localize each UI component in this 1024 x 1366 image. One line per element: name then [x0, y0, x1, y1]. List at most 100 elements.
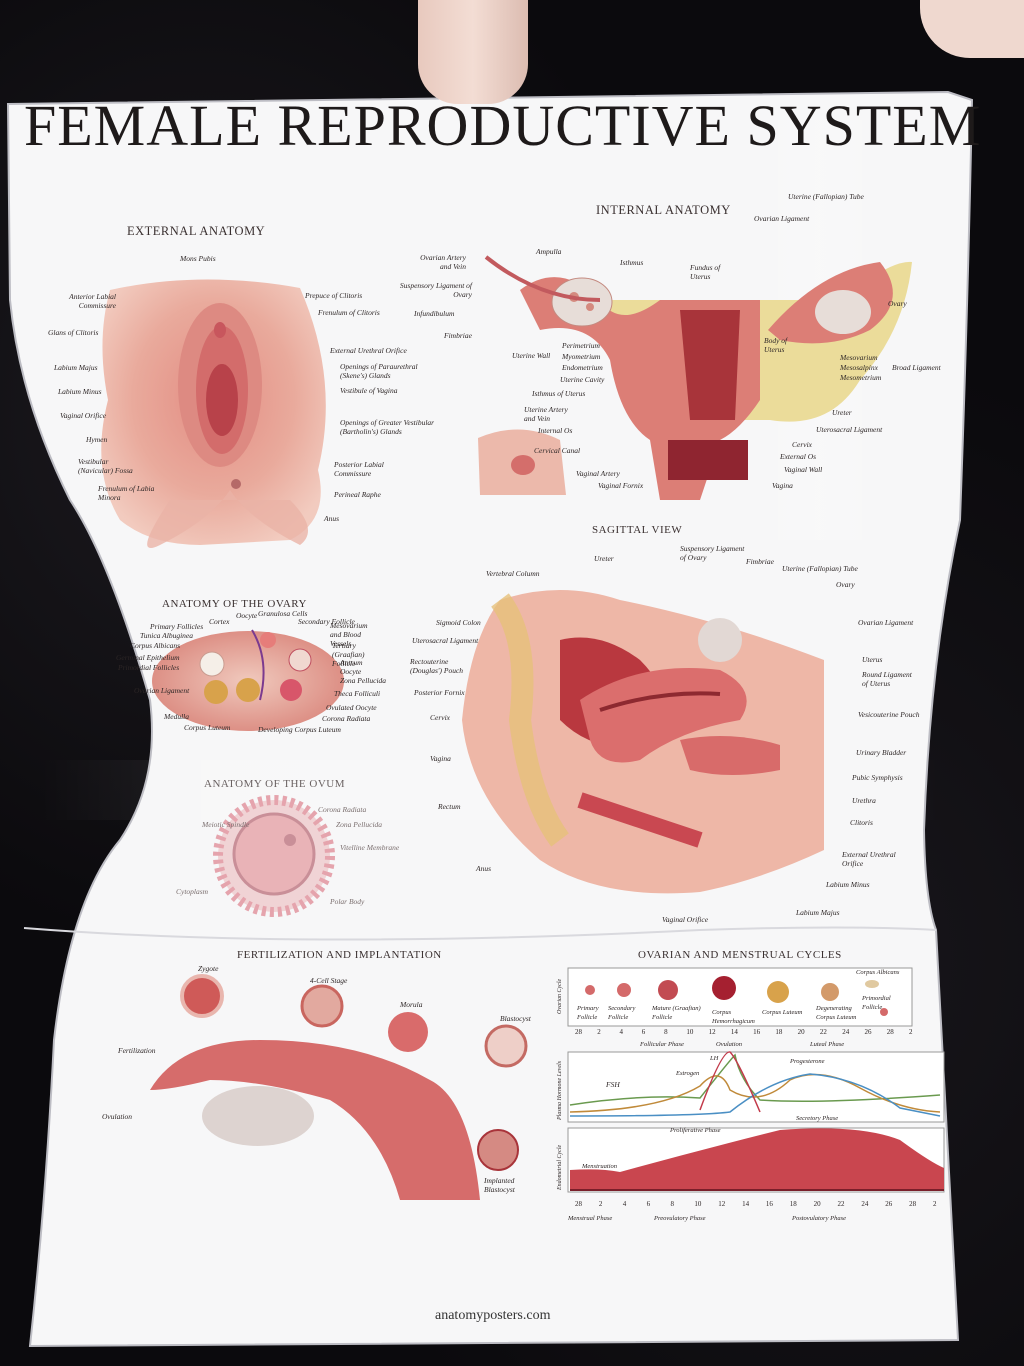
label-ovarian-cycle: Ovarian Cycle	[557, 978, 563, 1014]
label-sag-ureter: Ureter	[594, 554, 614, 563]
label-germinal: Germinal Epithelium	[116, 653, 180, 662]
label-sag-uterosacral: Uterosacral Ligament	[412, 636, 479, 645]
label-isthmus-uterus: Isthmus of Uterus	[532, 389, 586, 398]
day-tick: 4	[622, 1200, 627, 1208]
label-progesterone: Progesterone	[790, 1058, 825, 1065]
label-anterior-labial: Anterior Labial Commissure	[69, 292, 116, 310]
day-tick: 12	[718, 1200, 726, 1208]
day-tick: 28	[909, 1200, 917, 1208]
label-menstruation: Menstruation	[582, 1163, 618, 1170]
label-antrum: Antrum	[340, 658, 363, 667]
day-tick: 28	[575, 1028, 582, 1036]
label-infundibulum: Infundibulum	[414, 309, 455, 318]
section-fertilization: FERTILIZATION AND IMPLANTATION	[237, 949, 442, 961]
day-tick: 14	[730, 1028, 738, 1036]
label-mons-pubis: Mons Pubis	[180, 254, 216, 263]
label-sag-ovary: Ovary	[836, 580, 855, 589]
label-cycle-mature: Mature (Graafian) Follicle	[652, 1005, 701, 1021]
day-tick: 16	[765, 1200, 773, 1208]
footer-url: anatomyposters.com	[435, 1308, 551, 1323]
label-broad-ligament: Broad Ligament	[892, 363, 941, 372]
day-tick: 16	[753, 1028, 761, 1036]
day-tick: 2	[933, 1200, 937, 1208]
label-bladder: Urinary Bladder	[856, 748, 907, 757]
label-postovulatory: Postovulatory Phase	[792, 1215, 846, 1222]
label-sag-labium-minus: Labium Minus	[826, 880, 870, 889]
label-secretory: Secretory Phase	[796, 1115, 839, 1122]
label-primary-follicles: Primary Follicles	[150, 622, 204, 631]
label-frenulum-clitoris: Frenulum of Clitoris	[318, 308, 380, 317]
label-ovulation-phase: Ovulation	[716, 1041, 742, 1048]
label-sag-fimbriae: Fimbriae	[746, 557, 774, 566]
label-urethra: Urethra	[852, 796, 876, 805]
day-tick: 8	[664, 1028, 668, 1036]
label-follicular-phase: Follicular Phase	[640, 1041, 684, 1048]
label-tunica: Tunica Albuginea	[140, 631, 193, 640]
label-developing-cl: Developing Corpus Luteum	[258, 725, 341, 734]
label-ovary: Ovary	[888, 299, 907, 308]
label-sag-ovarian-ligament: Ovarian Ligament	[858, 618, 914, 627]
ovum-illustration	[213, 795, 335, 917]
label-perimetrium: Perimetrium	[562, 341, 600, 350]
label-hymen: Hymen	[86, 435, 108, 444]
label-rectouterine: Rectouterine (Douglas') Pouch	[410, 657, 464, 675]
label-zygote: Zygote	[198, 964, 219, 973]
label-lh: LH	[710, 1055, 719, 1062]
label-myometrium: Myometrium	[562, 352, 601, 361]
label-mesosalpinx: Mesosalpinx	[840, 363, 878, 372]
label-rectum: Rectum	[438, 802, 461, 811]
label-cycle-primordial: Primordial Follicle	[862, 995, 891, 1011]
label-corona: Corona Radiata	[322, 714, 371, 723]
label-theca: Theca Folliculi	[334, 689, 381, 698]
label-labium-majus: Labium Majus	[54, 363, 98, 372]
label-fimbriae: Fimbriae	[444, 331, 472, 340]
label-vestibule: Vestibule of Vagina	[340, 386, 398, 395]
label-ovum-corona: Corona Radiata	[318, 805, 367, 814]
label-fertilization: Fertilization	[118, 1046, 156, 1055]
label-ovum-zona: Zona Pellucida	[336, 820, 383, 829]
label-greater-vestibular: Openings of Greater Vestibular (Bartholi…	[340, 418, 435, 436]
label-luteal-phase: Luteal Phase	[810, 1041, 845, 1048]
label-perineal-raphe: Perineal Raphe	[334, 490, 381, 499]
label-isthmus: Isthmus	[620, 258, 644, 267]
day-tick: 24	[861, 1200, 869, 1208]
label-morula: Morula	[400, 1000, 423, 1009]
label-pubic: Pubic Symphysis	[852, 773, 903, 782]
label-cycle-primary: Primary Follicle	[577, 1005, 599, 1021]
day-tick: 12	[708, 1028, 716, 1036]
label-post-fornix: Posterior Fornix	[414, 688, 465, 697]
label-sag-anus: Anus	[476, 864, 491, 873]
label-ext-urethral: External Urethral Orifice	[842, 850, 896, 868]
label-posterior-labial: Posterior Labial Commissure	[334, 460, 384, 478]
label-sag-uterine-tube: Uterine (Fallopian) Tube	[782, 564, 858, 573]
section-cycles: OVARIAN AND MENSTRUAL CYCLES	[638, 949, 842, 961]
label-ovary-oocyte2: Oocyte	[340, 667, 362, 676]
internal-anatomy-illustration	[478, 255, 912, 500]
day-tick: 8	[670, 1200, 674, 1208]
label-ovulated: Ovulated Oocyte	[326, 703, 377, 712]
label-labium-minus: Labium Minus	[58, 387, 102, 396]
section-sagittal: SAGITTAL VIEW	[592, 524, 683, 536]
day-tick: 22	[837, 1200, 845, 1208]
label-glans: Glans of Clitoris	[48, 328, 99, 337]
label-body-uterus: Body of Uterus	[764, 336, 788, 354]
label-urethral-orifice: External Urethral Orifice	[330, 346, 407, 355]
label-vaginal-wall: Vaginal Wall	[784, 465, 823, 474]
day-tick: 4	[619, 1028, 624, 1036]
label-ovary-ligament: Ovarian Ligament	[134, 686, 190, 695]
label-corpus-albicans: Corpus Albicans	[130, 641, 181, 650]
label-vaginal-orifice: Vaginal Orifice	[60, 411, 107, 420]
label-vagina: Vagina	[772, 481, 793, 490]
day-tick: 28	[575, 1200, 582, 1208]
label-ovary-cortex: Cortex	[209, 617, 230, 626]
day-tick: 2	[598, 1200, 603, 1208]
label-zona: Zona Pellucida	[340, 676, 387, 685]
label-mesometrium: Mesometrium	[840, 373, 882, 382]
poster-title: FEMALE REPRODUCTIVE SYSTEM	[24, 93, 982, 158]
label-sag-labium-majus: Labium Majus	[796, 908, 840, 917]
label-hormone-axis: Plasma Hormone Levels	[557, 1061, 563, 1120]
day-tick: 20	[797, 1028, 805, 1036]
label-round-ligament: Round Ligament of Uterus	[862, 670, 912, 688]
label-sag-cervix: Cervix	[430, 713, 450, 722]
section-external: EXTERNAL ANATOMY	[127, 224, 266, 238]
